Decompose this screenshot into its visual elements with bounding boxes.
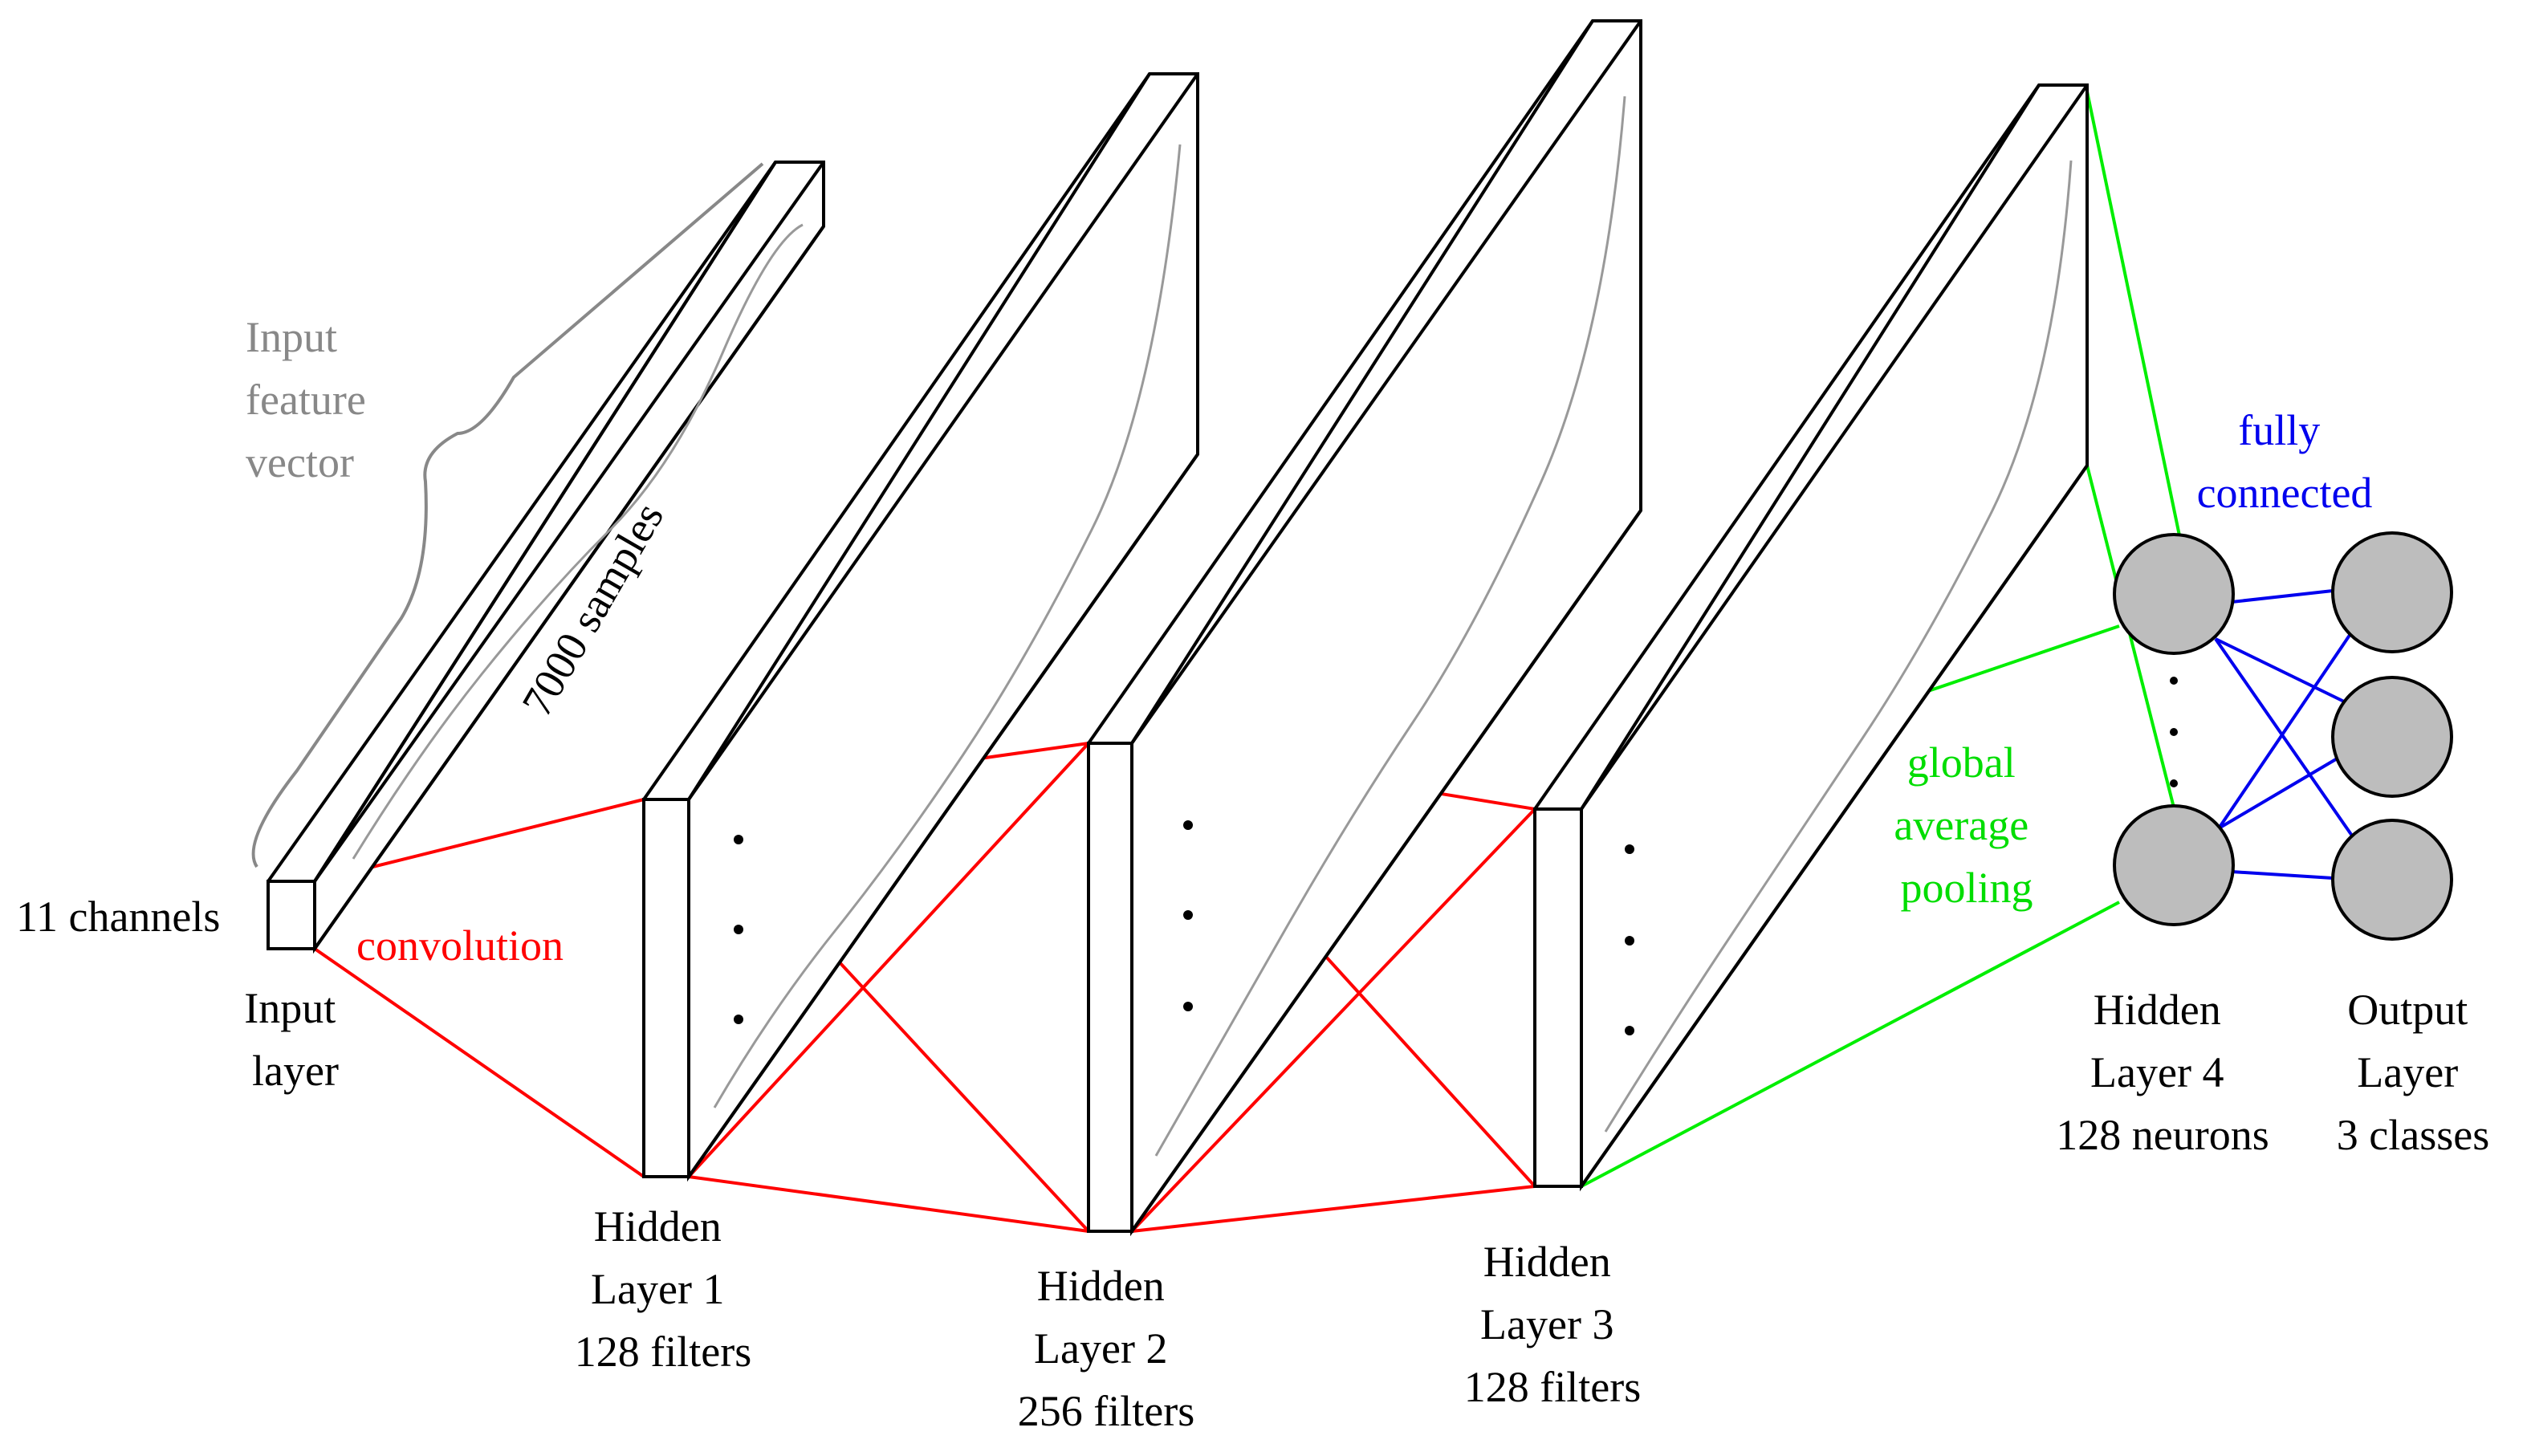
input-slab bbox=[267, 161, 825, 954]
input-layer-box bbox=[267, 880, 316, 950]
hidden-layer-3-box bbox=[1533, 807, 1583, 1188]
fully-connected-label: fully connected bbox=[2197, 406, 2373, 517]
input-feature-brace bbox=[251, 162, 764, 868]
neuron-hidden-bottom bbox=[2113, 804, 2235, 926]
input-feature-label: Input feature vector bbox=[246, 313, 376, 486]
hidden-3-signal-trace bbox=[1604, 160, 2073, 1133]
hidden-layer-2-slab bbox=[1087, 19, 1642, 1237]
global-average-pooling-label: global average pooling bbox=[1894, 738, 2039, 912]
neuron-output-2 bbox=[2331, 676, 2453, 798]
hidden-layer-3-slab bbox=[1533, 83, 2089, 1192]
hidden-2-label: Hidden Layer 2 256 filters bbox=[1018, 1262, 1194, 1435]
output-layer-neurons bbox=[2331, 531, 2453, 941]
hidden-1-signal-trace bbox=[713, 144, 1182, 1108]
output-layer-label: Output Layer 3 classes bbox=[2337, 986, 2489, 1159]
neuron-output-1 bbox=[2331, 531, 2453, 653]
hidden-4-label: Hidden Layer 4 128 neurons bbox=[2056, 986, 2269, 1159]
hidden-2-dots bbox=[1183, 820, 1193, 1011]
hidden-1-dots bbox=[734, 835, 743, 1024]
neuron-hidden-top bbox=[2113, 533, 2235, 655]
channels-label: 11 channels bbox=[16, 893, 220, 941]
input-layer-label: Input layer bbox=[244, 984, 347, 1095]
hidden-1-label: Hidden Layer 1 128 filters bbox=[575, 1202, 751, 1376]
fully-connected-lines bbox=[2214, 589, 2355, 880]
convolution-label: convolution bbox=[356, 921, 564, 970]
hidden-3-dots bbox=[1625, 844, 1634, 1035]
neuron-output-3 bbox=[2331, 819, 2453, 941]
hidden-layer-1-slab bbox=[642, 72, 1199, 1182]
hidden-2-signal-trace bbox=[1154, 96, 1626, 1157]
hidden-3-label: Hidden Layer 3 128 filters bbox=[1464, 1238, 1641, 1411]
hidden-layer-1-box bbox=[642, 798, 690, 1178]
hidden-4-dots bbox=[2170, 677, 2178, 787]
hidden-layer-2-box bbox=[1087, 742, 1133, 1233]
input-signal-trace bbox=[352, 223, 804, 860]
hidden-layer-4-neurons bbox=[2113, 533, 2235, 926]
